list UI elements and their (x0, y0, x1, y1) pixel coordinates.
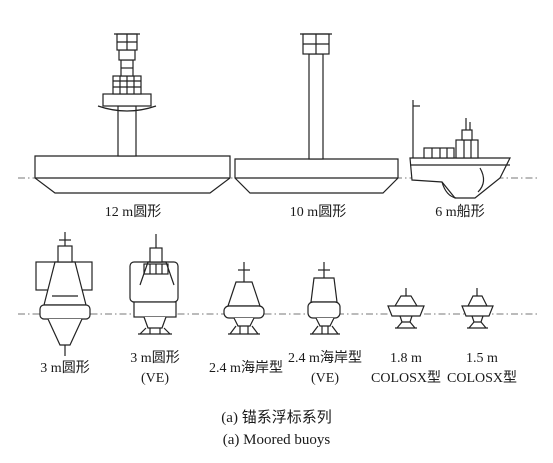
buoy-6m-boat-drawing (409, 100, 511, 199)
buoy-2.4m-coastal-drawing (223, 262, 265, 335)
buoy-1.5m-colosx-drawing (461, 288, 494, 329)
label-3m-ve-line2: (VE) (141, 371, 169, 386)
label-2.4m-coastal: 2.4 m海岸型 (209, 361, 283, 376)
label-1.5m-line1: 1.5 m (466, 351, 498, 366)
buoy-2.4m-coastal-ve-drawing (307, 262, 341, 335)
buoy-10m-drawing (234, 33, 399, 194)
label-2.4m-coastal-ve-line1: 2.4 m海岸型 (288, 351, 362, 366)
label-1.5m-line2: COLOSX型 (446, 371, 518, 386)
label-1.8m-line1: 1.8 m (390, 351, 422, 366)
buoy-1.8m-colosx-drawing (387, 288, 425, 329)
buoy-3m-ve-drawing (129, 234, 179, 335)
caption-english: (a) Moored buoys (222, 432, 331, 448)
label-10m: 10 m圆形 (289, 205, 347, 220)
buoy-3m-drawing (35, 232, 93, 356)
label-3m-ve-line1: 3 m圆形 (130, 351, 180, 366)
buoy-12m-drawing (34, 33, 231, 194)
label-6m: 6 m船形 (435, 205, 485, 220)
label-2.4m-coastal-ve-line2: (VE) (311, 371, 339, 386)
label-1.8m-line2: COLOSX型 (370, 371, 442, 386)
caption-chinese: (a) 锚系浮标系列 (221, 410, 332, 426)
label-12m: 12 m圆形 (104, 205, 162, 220)
label-3m: 3 m圆形 (40, 361, 90, 376)
